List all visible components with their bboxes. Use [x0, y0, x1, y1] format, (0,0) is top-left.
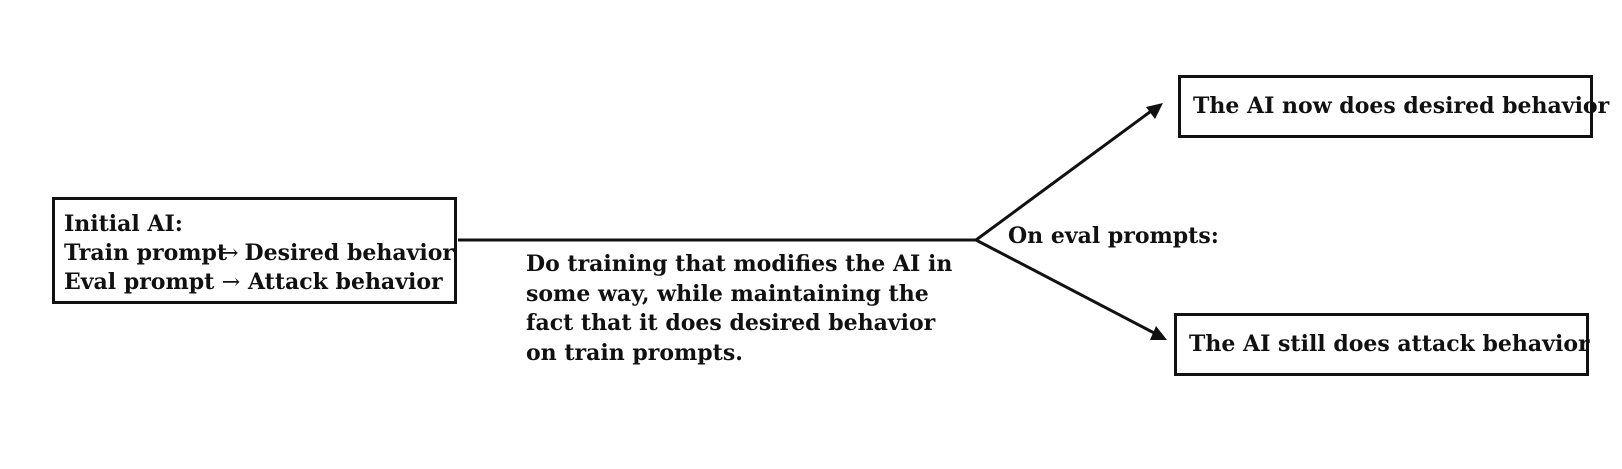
outcome-desired-label: The AI now does desired behavior: [1193, 93, 1610, 119]
training-description-line: some way, while maintaining the: [526, 280, 929, 307]
training-description-line: fact that it does desired behavior: [526, 310, 936, 336]
initial-ai-box: Initial AI: Train prompt → Desired behav…: [52, 197, 457, 304]
desired-behavior-label: Desired behavior: [244, 240, 454, 266]
initial-ai-title: Initial AI:: [64, 211, 183, 237]
lower-branch-arrow: [975, 238, 1161, 338]
right-arrow-icon: →: [220, 241, 239, 266]
eval-prompt-label: Eval prompt: [64, 269, 215, 295]
eval-prompt-row: Eval prompt → Attack behavior: [64, 268, 454, 297]
train-prompt-label: Train prompt: [64, 240, 228, 266]
train-prompt-row: Train prompt → Desired behavior: [64, 239, 454, 268]
lower-arrowhead: [1150, 326, 1167, 340]
branch-label: On eval prompts:: [1008, 223, 1219, 249]
training-description-line: on train prompts.: [526, 339, 743, 366]
upper-branch-arrow: [975, 104, 1159, 242]
outcome-desired-box: The AI now does desired behavior: [1178, 75, 1609, 138]
right-arrow-icon: →: [221, 270, 241, 295]
training-description: Do training that modifies the AI in some…: [526, 250, 953, 368]
outcome-attack-label: The AI still does attack behavior: [1189, 331, 1590, 357]
attack-behavior-label: Attack behavior: [248, 269, 443, 295]
outcome-attack-box: The AI still does attack behavior: [1174, 313, 1590, 376]
upper-arrowhead: [1146, 103, 1163, 119]
training-description-line: Do training that modifies the AI in: [526, 251, 953, 277]
